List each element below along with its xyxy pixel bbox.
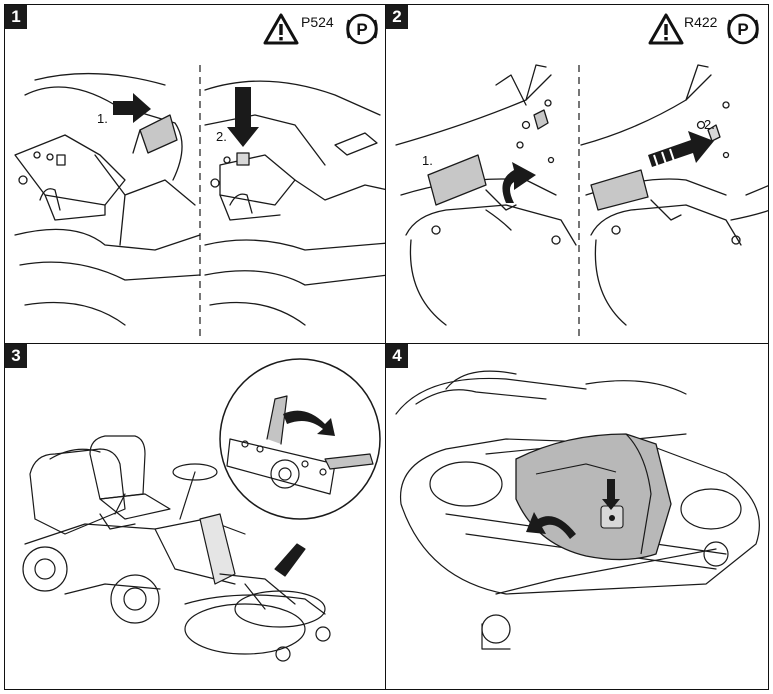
push-arrow-1	[113, 93, 151, 123]
panel-number: 2	[386, 5, 408, 29]
panel-number: 4	[386, 344, 408, 368]
warning-triangle-icon	[263, 13, 299, 45]
step-label-2: 2.	[216, 129, 227, 144]
panel-3: 3	[4, 343, 387, 690]
push-arrow-2	[648, 131, 714, 168]
part-code: R422	[684, 14, 718, 30]
deck-cover	[515, 433, 672, 561]
warning-triangle-icon	[648, 13, 684, 45]
step-label-1: 1.	[422, 153, 433, 168]
screw-arrow	[602, 479, 620, 510]
panel-number: 1	[5, 5, 27, 29]
parking-brake-icon: P	[727, 13, 759, 45]
panel-2: 2 R422 P 1. 2.	[385, 4, 769, 345]
lift-cover-arrow	[526, 512, 576, 539]
panel-4: 4	[385, 343, 769, 690]
panel-1: 1 P524 P 1. 2.	[4, 4, 387, 345]
panel-1-illustration	[14, 65, 386, 340]
svg-text:P: P	[356, 20, 367, 39]
step-label-2: 2.	[704, 117, 715, 132]
panel-number: 3	[5, 344, 27, 368]
lift-arrow-1	[502, 162, 536, 203]
svg-text:P: P	[737, 20, 748, 39]
down-arrow-2	[227, 87, 259, 147]
parking-brake-icon: P	[346, 13, 378, 45]
panel-2-illustration	[395, 64, 768, 340]
part-code: P524	[301, 14, 334, 30]
panel-4-illustration	[395, 370, 760, 650]
panel-3-illustration	[22, 358, 381, 662]
step-label-1: 1.	[97, 111, 108, 126]
lever-detail-inset	[219, 358, 381, 520]
